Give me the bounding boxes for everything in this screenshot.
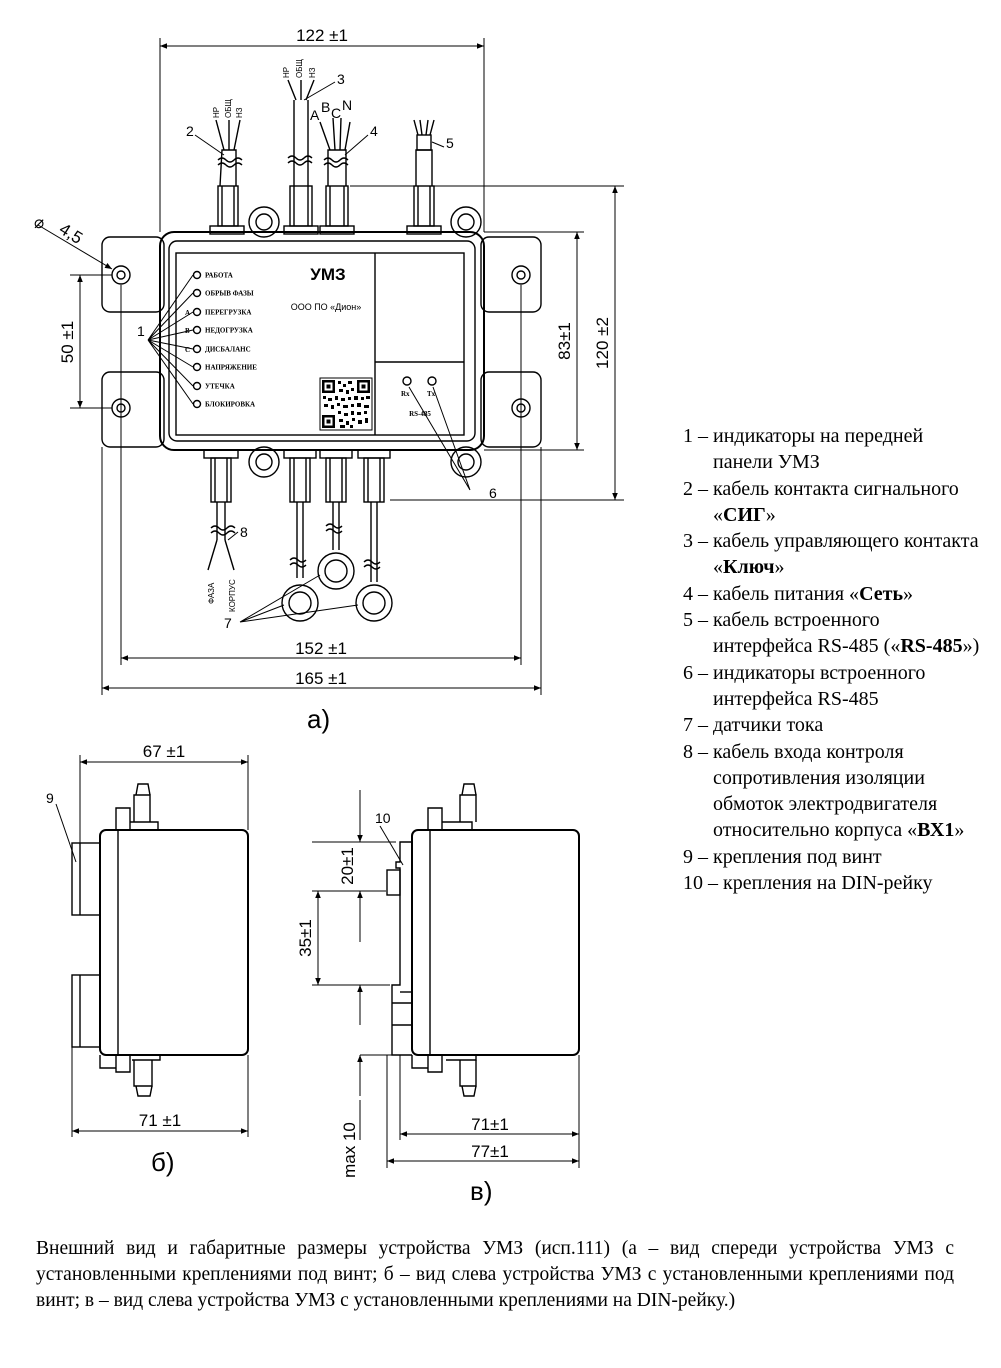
cable-gland-ct2 [319,449,353,550]
legend-item: 5 – кабель встроенного интерфейса RS-485… [683,609,980,658]
legend-item: 2 – кабель контакта сигнального «СИГ» [683,477,959,526]
phase-letter-a: A [185,309,190,317]
mount-ear-bottom-left [101,371,165,448]
view-label-b: б) [151,1147,175,1177]
callout-4: 4 [370,123,378,139]
cable-gland-rs485 [406,119,442,235]
mount-ear-bottom-right [480,371,542,448]
cable-gland-key [283,79,319,235]
dim-side-v-35: 35±1 [296,919,315,957]
dim-hole-spacing-v: 50 ±1 [58,321,77,363]
dim-side-v-20: 20±1 [338,847,357,885]
cable-gland-sig [209,119,245,235]
indicator-label-2: ОБРЫВ ФАЗЫ [205,290,254,298]
callout-6: 6 [489,485,497,501]
dim-hole-diameter: 4,5 [56,219,86,248]
wire-label-key-nz: НЗ [308,67,317,78]
dim-side-v-77: 77±1 [471,1142,509,1161]
wire-label-net-b: B [321,99,330,115]
legend-item: 1 – индикаторы на передней панели УМЗ [683,425,924,474]
indicator-label-5: ДИСБАЛАНС [205,346,251,354]
dim-height-inner: 83±1 [555,322,574,360]
legend-item: 7 – датчики тока [683,714,824,737]
technical-drawing: УМЗ ООО ПО «Дион» РАБОТА ОБРЫВ ФАЗЫ ПЕРЕ… [34,26,624,1206]
wire-label-sig-obsh: ОБЩ [224,99,233,118]
wire-label-net-n: N [342,97,352,113]
indicator-label-1: РАБОТА [205,272,233,280]
mount-ear-top-right [480,236,542,313]
view-label-v: в) [470,1176,492,1206]
rs485-panel-label: RS-485 [409,410,431,418]
indicator-label-6: НАПРЯЖЕНИЕ [205,364,257,372]
cable-gland-bx1 [203,449,239,571]
wire-label-net-a: A [310,107,320,123]
wire-label-sig-nz: НЗ [235,107,244,118]
manufacturer-label: ООО ПО «Дион» [291,302,362,312]
side-view-v [312,783,580,1168]
legend-item: 9 – крепления под винт [683,845,882,868]
view-label-a: а) [307,704,330,734]
indicator-label-8: БЛОКИРОВКА [205,401,255,409]
indicator-label-3: ПЕРЕГРУЗКА [205,309,251,317]
callout-2: 2 [186,123,194,139]
wire-label-sig-nr: НР [212,107,221,118]
tx-label: Tx [427,390,436,398]
current-sensor-3 [355,584,393,622]
indicator-label-4: НЕДОГРУЗКА [205,327,253,335]
dim-side-b-top: 67 ±1 [143,742,185,761]
rx-label: Rx [401,390,410,398]
callout-9: 9 [46,790,54,806]
legend-item: 10 – крепления на DIN-рейку [683,872,933,895]
side-view-b [55,755,249,1137]
cable-gland-ct1 [283,449,317,578]
dim-overall-width: 165 ±1 [295,669,347,688]
current-sensor-2 [317,552,355,590]
legend-item: 3 – кабель управляющего контакта «Ключ» [683,530,979,579]
current-sensor-1 [281,584,319,622]
dim-side-v-max10: max 10 [340,1122,359,1178]
legend-item: 6 – индикаторы встроенного интерфейса RS… [683,661,926,710]
callout-5: 5 [446,135,454,151]
cable-gland-ct3 [357,449,391,582]
indicator-label-7: УТЕЧКА [205,383,235,391]
callout-8: 8 [240,524,248,540]
phase-letter-b: B [185,327,190,335]
callout-10: 10 [375,810,391,826]
legend-item: 8 – кабель входа контроля сопротивления … [683,740,965,842]
callout-1: 1 [137,323,145,339]
wire-label-key-nr: НР [282,67,291,78]
dim-hole-spacing-h: 152 ±1 [295,639,347,658]
phase-letter-c: C [185,346,190,354]
legend-item: 4 – кабель питания «Сеть» [683,582,914,605]
callout-7: 7 [224,615,232,631]
dim-top-width: 122 ±1 [296,26,348,45]
front-panel [175,252,465,436]
cable-gland-net [319,117,355,235]
dim-height-outer: 120 ±2 [593,317,612,369]
dim-side-v-71: 71±1 [471,1115,509,1134]
dim-hole-diameter-symbol: ⌀ [34,213,44,232]
wire-label-key-obsh: ОБЩ [295,59,304,78]
callout-3: 3 [337,71,345,87]
legend: 1 – индикаторы на передней панели УМЗ 2 … [683,423,983,896]
front-view [37,38,624,695]
wire-label-phase: ФАЗА [207,582,216,604]
wire-label-net-c: C [331,105,341,121]
title-umz: УМЗ [310,265,345,284]
figure-caption: Внешний вид и габаритные размеры устройс… [36,1238,954,1311]
dim-side-b-bottom: 71 ±1 [139,1111,181,1130]
wire-label-case: КОРПУС [228,579,237,612]
